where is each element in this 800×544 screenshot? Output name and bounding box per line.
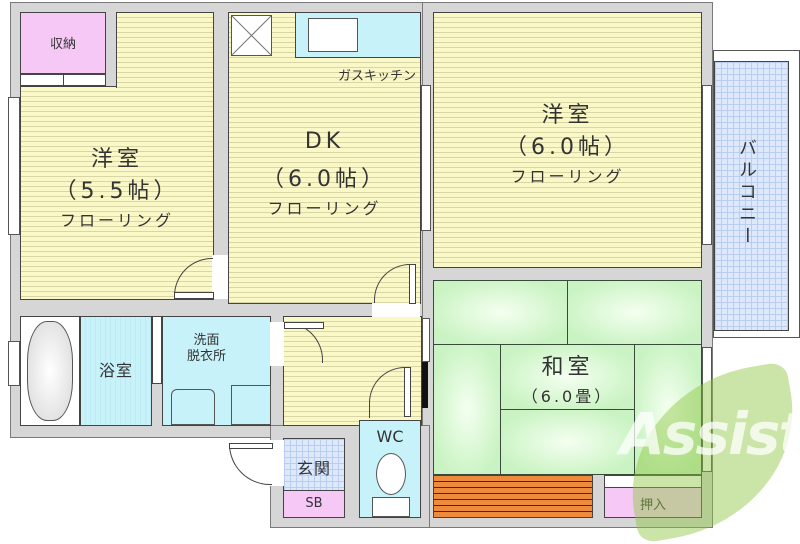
- toilet-tank-icon: [372, 497, 410, 517]
- washroom-label-line2: 脱衣所: [186, 349, 226, 364]
- western-room-right-size: （6.0帖）: [505, 135, 630, 160]
- toilet-label: WC: [376, 427, 404, 446]
- shoe-box-label: SB: [305, 496, 323, 511]
- toilet-room: WC: [359, 420, 421, 518]
- gas-kitchen-label: ガスキッチン: [337, 69, 416, 84]
- shoe-box: SB: [283, 490, 345, 518]
- japanese-room-size: （6.0畳）: [521, 387, 614, 406]
- tatami-2: [567, 280, 702, 345]
- window-right-room: [702, 85, 712, 245]
- western-room-left-size: （5.5帖）: [54, 179, 180, 204]
- tatami-1: [433, 280, 568, 345]
- storage-left-doors: [20, 74, 106, 86]
- washroom-label-line1: 洗面: [193, 333, 220, 348]
- balcony: バルコニー: [714, 61, 789, 331]
- window-japanese-room: [702, 347, 712, 472]
- engawa-deck: [433, 475, 593, 518]
- toilet-bowl-icon: [376, 453, 406, 495]
- washroom: 洗面 脱衣所: [162, 316, 271, 426]
- door-swing-entrance: [229, 444, 272, 485]
- washbasin-icon: [171, 389, 215, 425]
- tatami-3: [433, 344, 501, 475]
- assist-watermark-text: Assist: [620, 400, 800, 468]
- door-leaf-wc: [404, 367, 411, 417]
- bathtub-area: [20, 316, 80, 426]
- western-room-left: 洋室 （5.5帖） フローリング: [20, 86, 214, 300]
- dining-kitchen: DK （6.0帖） フローリング ガスキッチン: [228, 12, 421, 304]
- window-hall-right: [422, 318, 430, 362]
- japanese-room-name: 和室: [541, 355, 594, 380]
- door-leaf-left-room: [174, 292, 214, 299]
- western-room-right-name: 洋室: [541, 103, 594, 128]
- sink-icon: [308, 18, 358, 52]
- window-black-panel: [422, 362, 428, 408]
- oshiire-label: 押入: [639, 498, 666, 513]
- western-room-left-upper: [116, 12, 214, 88]
- fridge-space: [231, 15, 272, 56]
- tatami-4: 和室 （6.0畳）: [500, 344, 635, 410]
- door-opening-dk-hall: [372, 303, 420, 317]
- door-leaf-washroom: [284, 322, 324, 329]
- bath-door: [152, 316, 162, 384]
- western-room-right: 洋室 （6.0帖） フローリング: [433, 12, 702, 268]
- washing-machine-icon: [231, 385, 271, 425]
- kitchen-counter: [295, 12, 421, 58]
- entrance-door-opening: [270, 440, 284, 486]
- western-room-right-flooring: フローリング: [510, 167, 625, 186]
- balcony-label: バルコニー: [736, 138, 757, 248]
- storage-left-label: 収納: [49, 37, 76, 52]
- tatami-5: [500, 409, 635, 475]
- storage-left: 収納: [20, 12, 106, 74]
- tatami-6: [634, 344, 702, 475]
- western-room-left-flooring: フローリング: [59, 211, 174, 230]
- door-leaf-dk-hall: [409, 264, 416, 304]
- dk-name: DK: [304, 129, 345, 154]
- hall-opening: [270, 322, 284, 366]
- bathroom-label: 浴室: [98, 361, 133, 380]
- bathtub-icon: [27, 321, 73, 421]
- western-room-left-name: 洋室: [90, 147, 143, 172]
- dk-size: （6.0帖）: [262, 167, 387, 192]
- door-opening-left-room: [212, 255, 228, 299]
- door-leaf-entrance: [229, 443, 273, 449]
- window-bath: [8, 341, 20, 386]
- window-left: [8, 97, 20, 235]
- dk-flooring: フローリング: [267, 199, 382, 218]
- oshiire: 押入: [604, 487, 702, 518]
- entrance: 玄関: [283, 438, 345, 491]
- entrance-label: 玄関: [296, 459, 331, 478]
- bathroom: 浴室: [80, 316, 152, 426]
- window-dk-right: [421, 85, 431, 231]
